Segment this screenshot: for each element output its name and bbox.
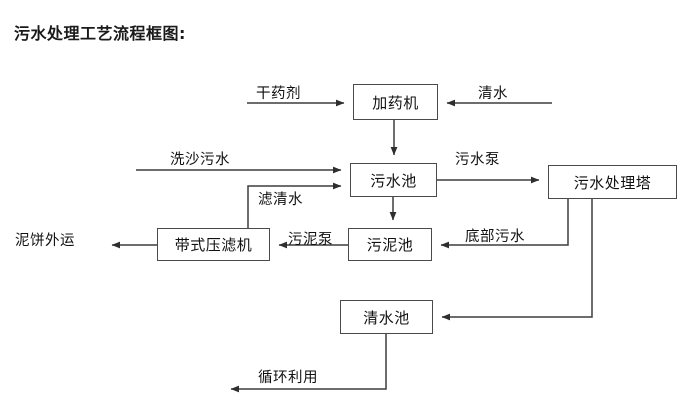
edge-label-sewage-pump: 污水泵 [455, 152, 500, 168]
edge-filtered-water-to-sewage-pool [247, 182, 342, 228]
node-sewage-pool[interactable]: 污水池 [350, 163, 437, 197]
edge-label-bottom-sewage: 底部污水 [465, 229, 525, 245]
terminal-clean-water-in: 清水 [478, 86, 508, 102]
node-sludge-pool[interactable]: 污泥池 [348, 228, 432, 261]
edge-label-recycle-reuse: 循环利用 [258, 370, 318, 386]
page-title: 污水处理工艺流程框图: [14, 24, 186, 43]
node-clear-water-pool[interactable]: 清水池 [340, 300, 433, 334]
node-belt-filter-press[interactable]: 带式压滤机 [157, 228, 270, 261]
terminal-mud-cake-out: 泥饼外运 [15, 233, 75, 249]
edge-tower-to-clear-water-pool [441, 199, 593, 321]
node-treatment-tower[interactable]: 污水处理塔 [548, 165, 677, 199]
edge-label-sand-wash-sewage: 洗沙污水 [170, 152, 230, 168]
terminal-dry-chemical: 干药剂 [256, 86, 301, 102]
edge-label-filtered-water: 滤清水 [258, 192, 303, 208]
edge-clear-water-pool-to-reuse [230, 334, 387, 393]
edge-label-sludge-pump: 污泥泵 [288, 232, 333, 248]
edge-tower-to-sludge-pool [440, 199, 569, 249]
node-dosing-machine[interactable]: 加药机 [353, 84, 438, 120]
